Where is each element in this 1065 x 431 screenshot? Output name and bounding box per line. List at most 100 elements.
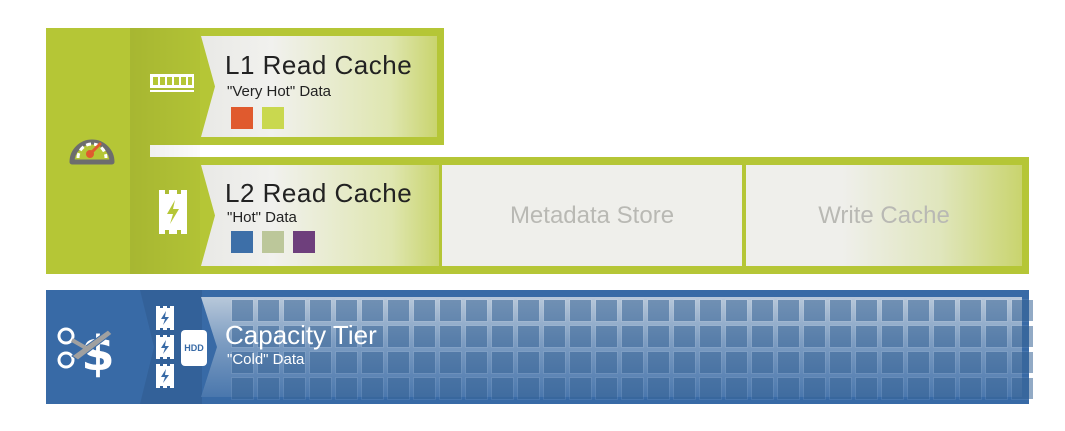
storage-block	[621, 377, 644, 400]
storage-block	[413, 351, 436, 374]
storage-block	[699, 377, 722, 400]
cost-cut-icon: $	[56, 318, 120, 378]
storage-block	[829, 325, 852, 348]
storage-block	[1011, 377, 1034, 400]
storage-block	[985, 299, 1008, 322]
storage-block	[231, 351, 254, 374]
storage-block	[881, 351, 904, 374]
metadata-store-cell: Metadata Store	[442, 165, 742, 266]
hdd-label: HDD	[184, 343, 204, 353]
storage-block	[959, 351, 982, 374]
storage-block	[725, 325, 748, 348]
storage-block	[439, 377, 462, 400]
storage-block	[803, 325, 826, 348]
storage-block	[569, 299, 592, 322]
storage-block	[231, 377, 254, 400]
storage-block	[985, 377, 1008, 400]
storage-block	[595, 351, 618, 374]
storage-block	[595, 299, 618, 322]
swatch-sage	[262, 231, 284, 253]
storage-block	[335, 299, 358, 322]
storage-block	[491, 299, 514, 322]
storage-block	[309, 299, 332, 322]
storage-block	[647, 351, 670, 374]
storage-block	[647, 299, 670, 322]
storage-block	[673, 325, 696, 348]
storage-block	[803, 377, 826, 400]
storage-block	[621, 299, 644, 322]
storage-block	[569, 377, 592, 400]
storage-block	[231, 325, 254, 348]
flash-ssd-icon	[155, 334, 175, 360]
storage-block	[907, 377, 930, 400]
storage-block	[933, 325, 956, 348]
capacity-subtitle: "Cold" Data	[227, 351, 305, 368]
l1-read-cache-panel: L1 Read Cache "Very Hot" Data	[201, 36, 437, 137]
storage-block	[699, 325, 722, 348]
l2-title: L2 Read Cache	[225, 178, 413, 208]
storage-block	[751, 325, 774, 348]
storage-block	[413, 299, 436, 322]
l2-read-cache-panel: L2 Read Cache "Hot" Data	[201, 165, 439, 266]
storage-block	[985, 325, 1008, 348]
storage-block	[283, 299, 306, 322]
ram-module-icon	[148, 72, 196, 96]
storage-block	[725, 351, 748, 374]
storage-block	[751, 377, 774, 400]
storage-block	[309, 377, 332, 400]
storage-block	[231, 299, 254, 322]
storage-block	[413, 377, 436, 400]
flash-ssd-icon	[157, 188, 189, 236]
storage-block	[257, 325, 280, 348]
storage-block	[933, 299, 956, 322]
storage-block	[465, 299, 488, 322]
storage-block	[829, 377, 852, 400]
storage-block	[881, 377, 904, 400]
storage-block	[621, 351, 644, 374]
storage-block	[959, 377, 982, 400]
storage-block	[647, 377, 670, 400]
storage-block	[569, 351, 592, 374]
storage-block	[621, 325, 644, 348]
hdd-icon: HDD	[181, 330, 207, 366]
storage-block	[361, 377, 384, 400]
storage-block	[283, 377, 306, 400]
flash-ssd-icon	[155, 305, 175, 331]
storage-block	[751, 351, 774, 374]
storage-block	[907, 299, 930, 322]
capacity-storage-grid	[231, 299, 1034, 400]
storage-block	[387, 325, 410, 348]
swatch-orange	[231, 107, 253, 129]
speedometer-icon	[66, 128, 118, 168]
storage-block	[543, 351, 566, 374]
storage-block	[517, 351, 540, 374]
storage-block	[673, 351, 696, 374]
storage-block	[517, 325, 540, 348]
storage-block	[257, 351, 280, 374]
storage-block	[283, 351, 306, 374]
storage-block	[361, 351, 384, 374]
storage-block	[361, 299, 384, 322]
storage-block	[543, 325, 566, 348]
storage-block	[881, 325, 904, 348]
write-cache-cell: Write Cache	[746, 165, 1022, 266]
storage-block	[985, 351, 1008, 374]
storage-block	[595, 325, 618, 348]
storage-block	[777, 377, 800, 400]
storage-block	[829, 299, 852, 322]
storage-block	[725, 377, 748, 400]
storage-block	[933, 377, 956, 400]
swatch-lime	[262, 107, 284, 129]
storage-block	[673, 377, 696, 400]
storage-block	[439, 325, 462, 348]
storage-block	[309, 325, 332, 348]
storage-block	[335, 377, 358, 400]
storage-block	[439, 299, 462, 322]
storage-block	[1011, 299, 1034, 322]
storage-block	[517, 377, 540, 400]
storage-block	[855, 351, 878, 374]
storage-block	[673, 299, 696, 322]
storage-block	[959, 325, 982, 348]
storage-block	[361, 325, 384, 348]
performance-column	[46, 28, 150, 274]
